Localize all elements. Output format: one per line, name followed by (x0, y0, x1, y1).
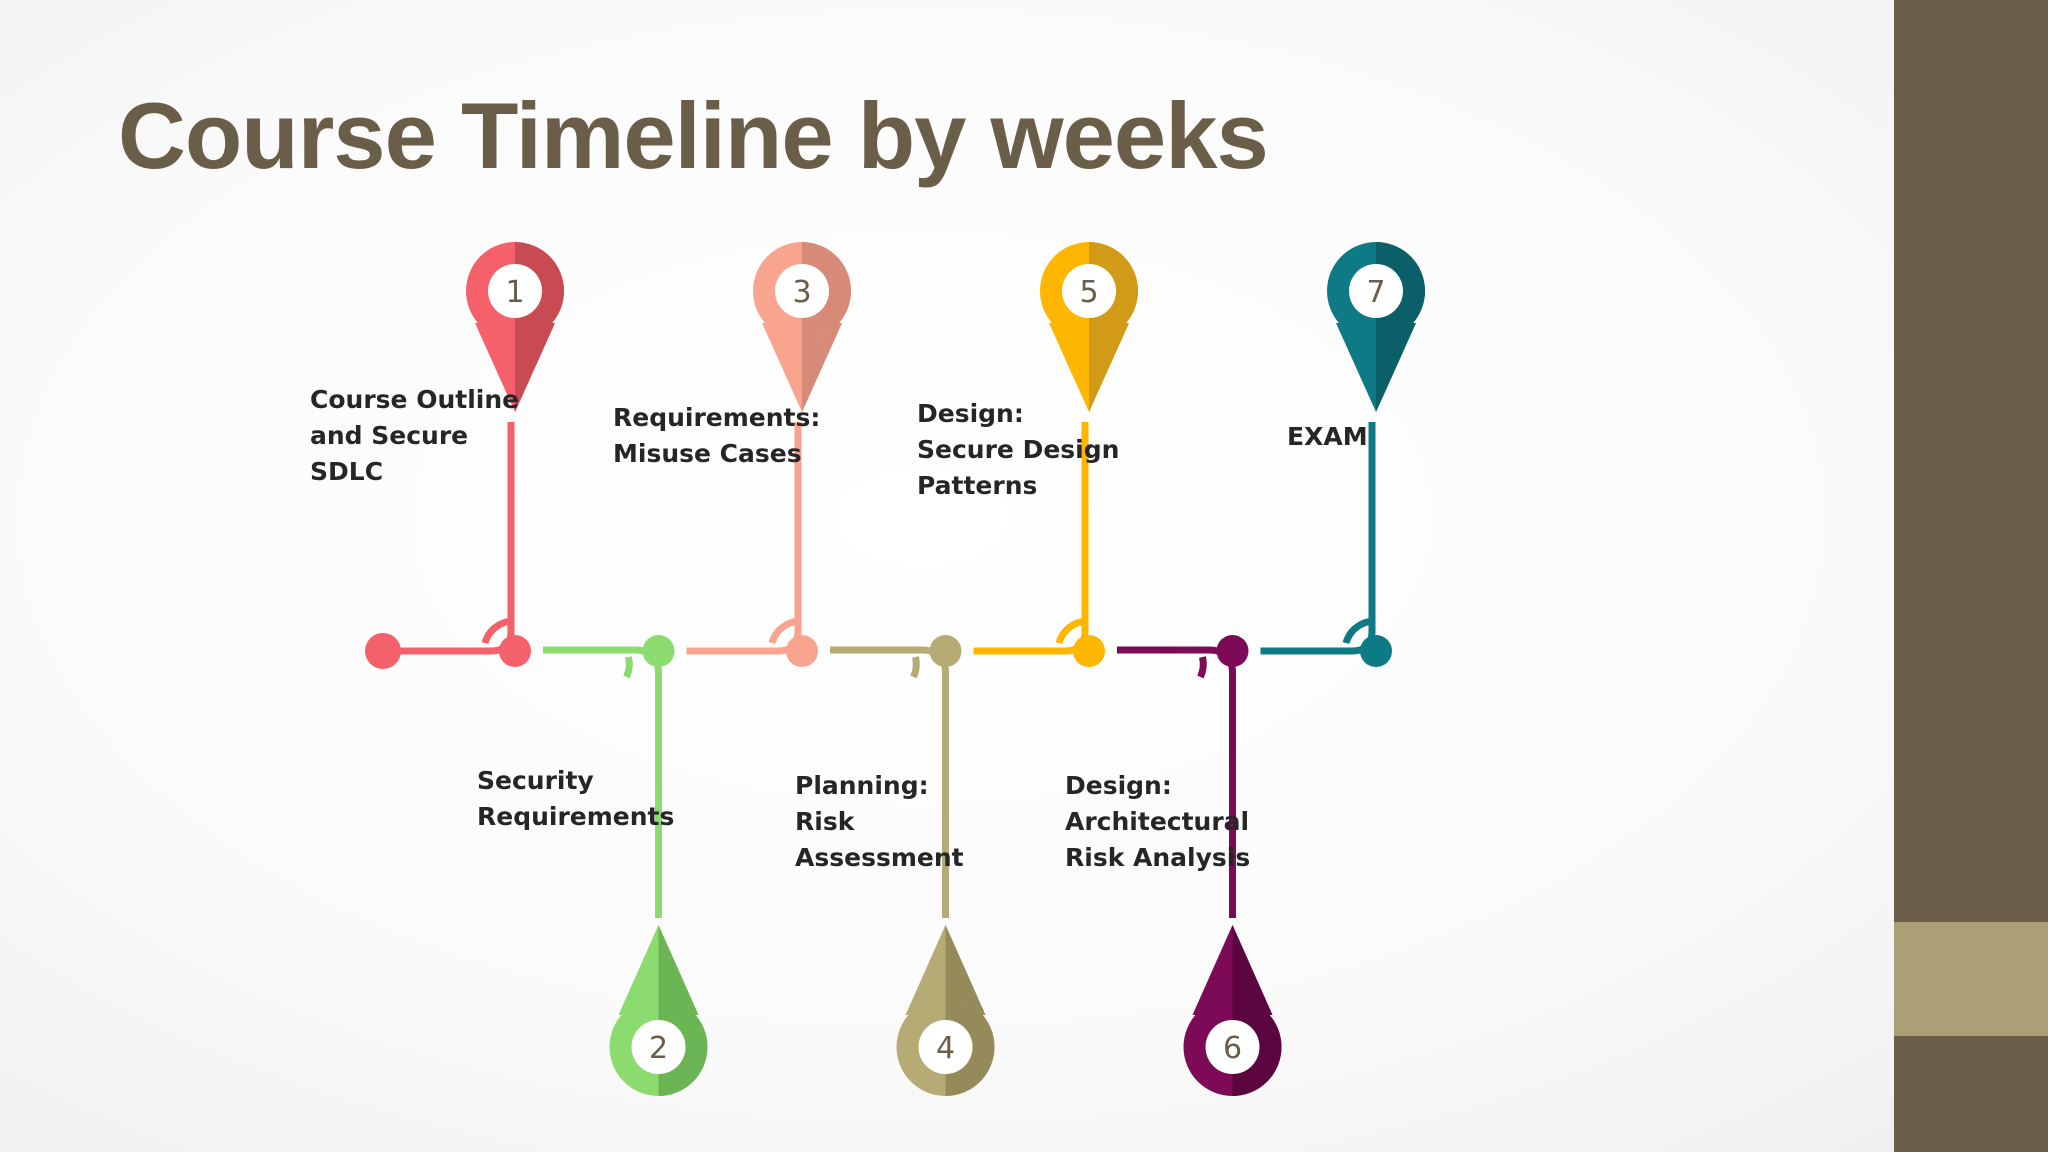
milestone-1-dot (499, 635, 531, 667)
side-bar-accent (1894, 922, 2048, 1036)
milestone-5-connector (973, 422, 1105, 667)
milestone-4-pin: 4 (896, 925, 995, 1096)
milestone-7-label: EXAM (1287, 422, 1368, 451)
milestone-1-number: 1 (505, 275, 524, 310)
milestone-6-number: 6 (1223, 1031, 1242, 1066)
milestone-4-label: Planning: Risk Assessment (795, 771, 964, 872)
milestone-6-label: Design: Architectural Risk Analysis (1065, 771, 1251, 872)
milestone-4-badge (918, 1020, 973, 1074)
milestone-7-connector (1260, 422, 1392, 667)
milestone-3-connector (686, 422, 818, 667)
milestone-4-connector (830, 635, 962, 918)
milestone-2-pin: 2 (609, 925, 708, 1096)
milestone-1-pin: 1 (466, 242, 564, 412)
milestone-3-badge (775, 264, 829, 318)
milestone-2-dot (642, 635, 675, 667)
milestone-1-label: Course Outline and Secure SDLC (310, 385, 520, 486)
milestone-4-number: 4 (936, 1031, 955, 1066)
milestone-3-dot (786, 635, 818, 667)
milestone-3-number: 3 (792, 275, 811, 310)
milestone-7-badge (1349, 264, 1403, 318)
page-title: Course Timeline by weeks (118, 83, 1269, 188)
milestone-3-label: Requirements: Misuse Cases (613, 403, 821, 468)
milestone-1-badge (488, 264, 542, 318)
milestone-3-pin: 3 (753, 242, 851, 412)
milestone-5-dot (1073, 635, 1105, 667)
milestone-5-badge (1062, 264, 1116, 318)
milestone-2-number: 2 (649, 1031, 668, 1066)
milestone-4-dot (929, 635, 962, 667)
milestone-5-number: 5 (1079, 275, 1098, 310)
milestone-7-pin: 7 (1327, 242, 1425, 412)
milestone-2-label: Security Requirements (477, 766, 675, 831)
milestone-6-pin: 6 (1183, 925, 1282, 1096)
milestone-6-dot (1216, 635, 1249, 667)
milestone-2-badge (631, 1020, 686, 1074)
milestone-5-label: Design: Secure Design Patterns (917, 399, 1120, 500)
milestone-6-connector (1117, 635, 1249, 918)
milestone-2-connector (543, 635, 675, 918)
milestone-7-number: 7 (1366, 275, 1385, 310)
milestone-6-badge (1205, 1020, 1260, 1074)
milestone-7-dot (1360, 635, 1392, 667)
milestone-5-pin: 5 (1040, 242, 1138, 412)
milestone-1-connector (383, 422, 531, 667)
